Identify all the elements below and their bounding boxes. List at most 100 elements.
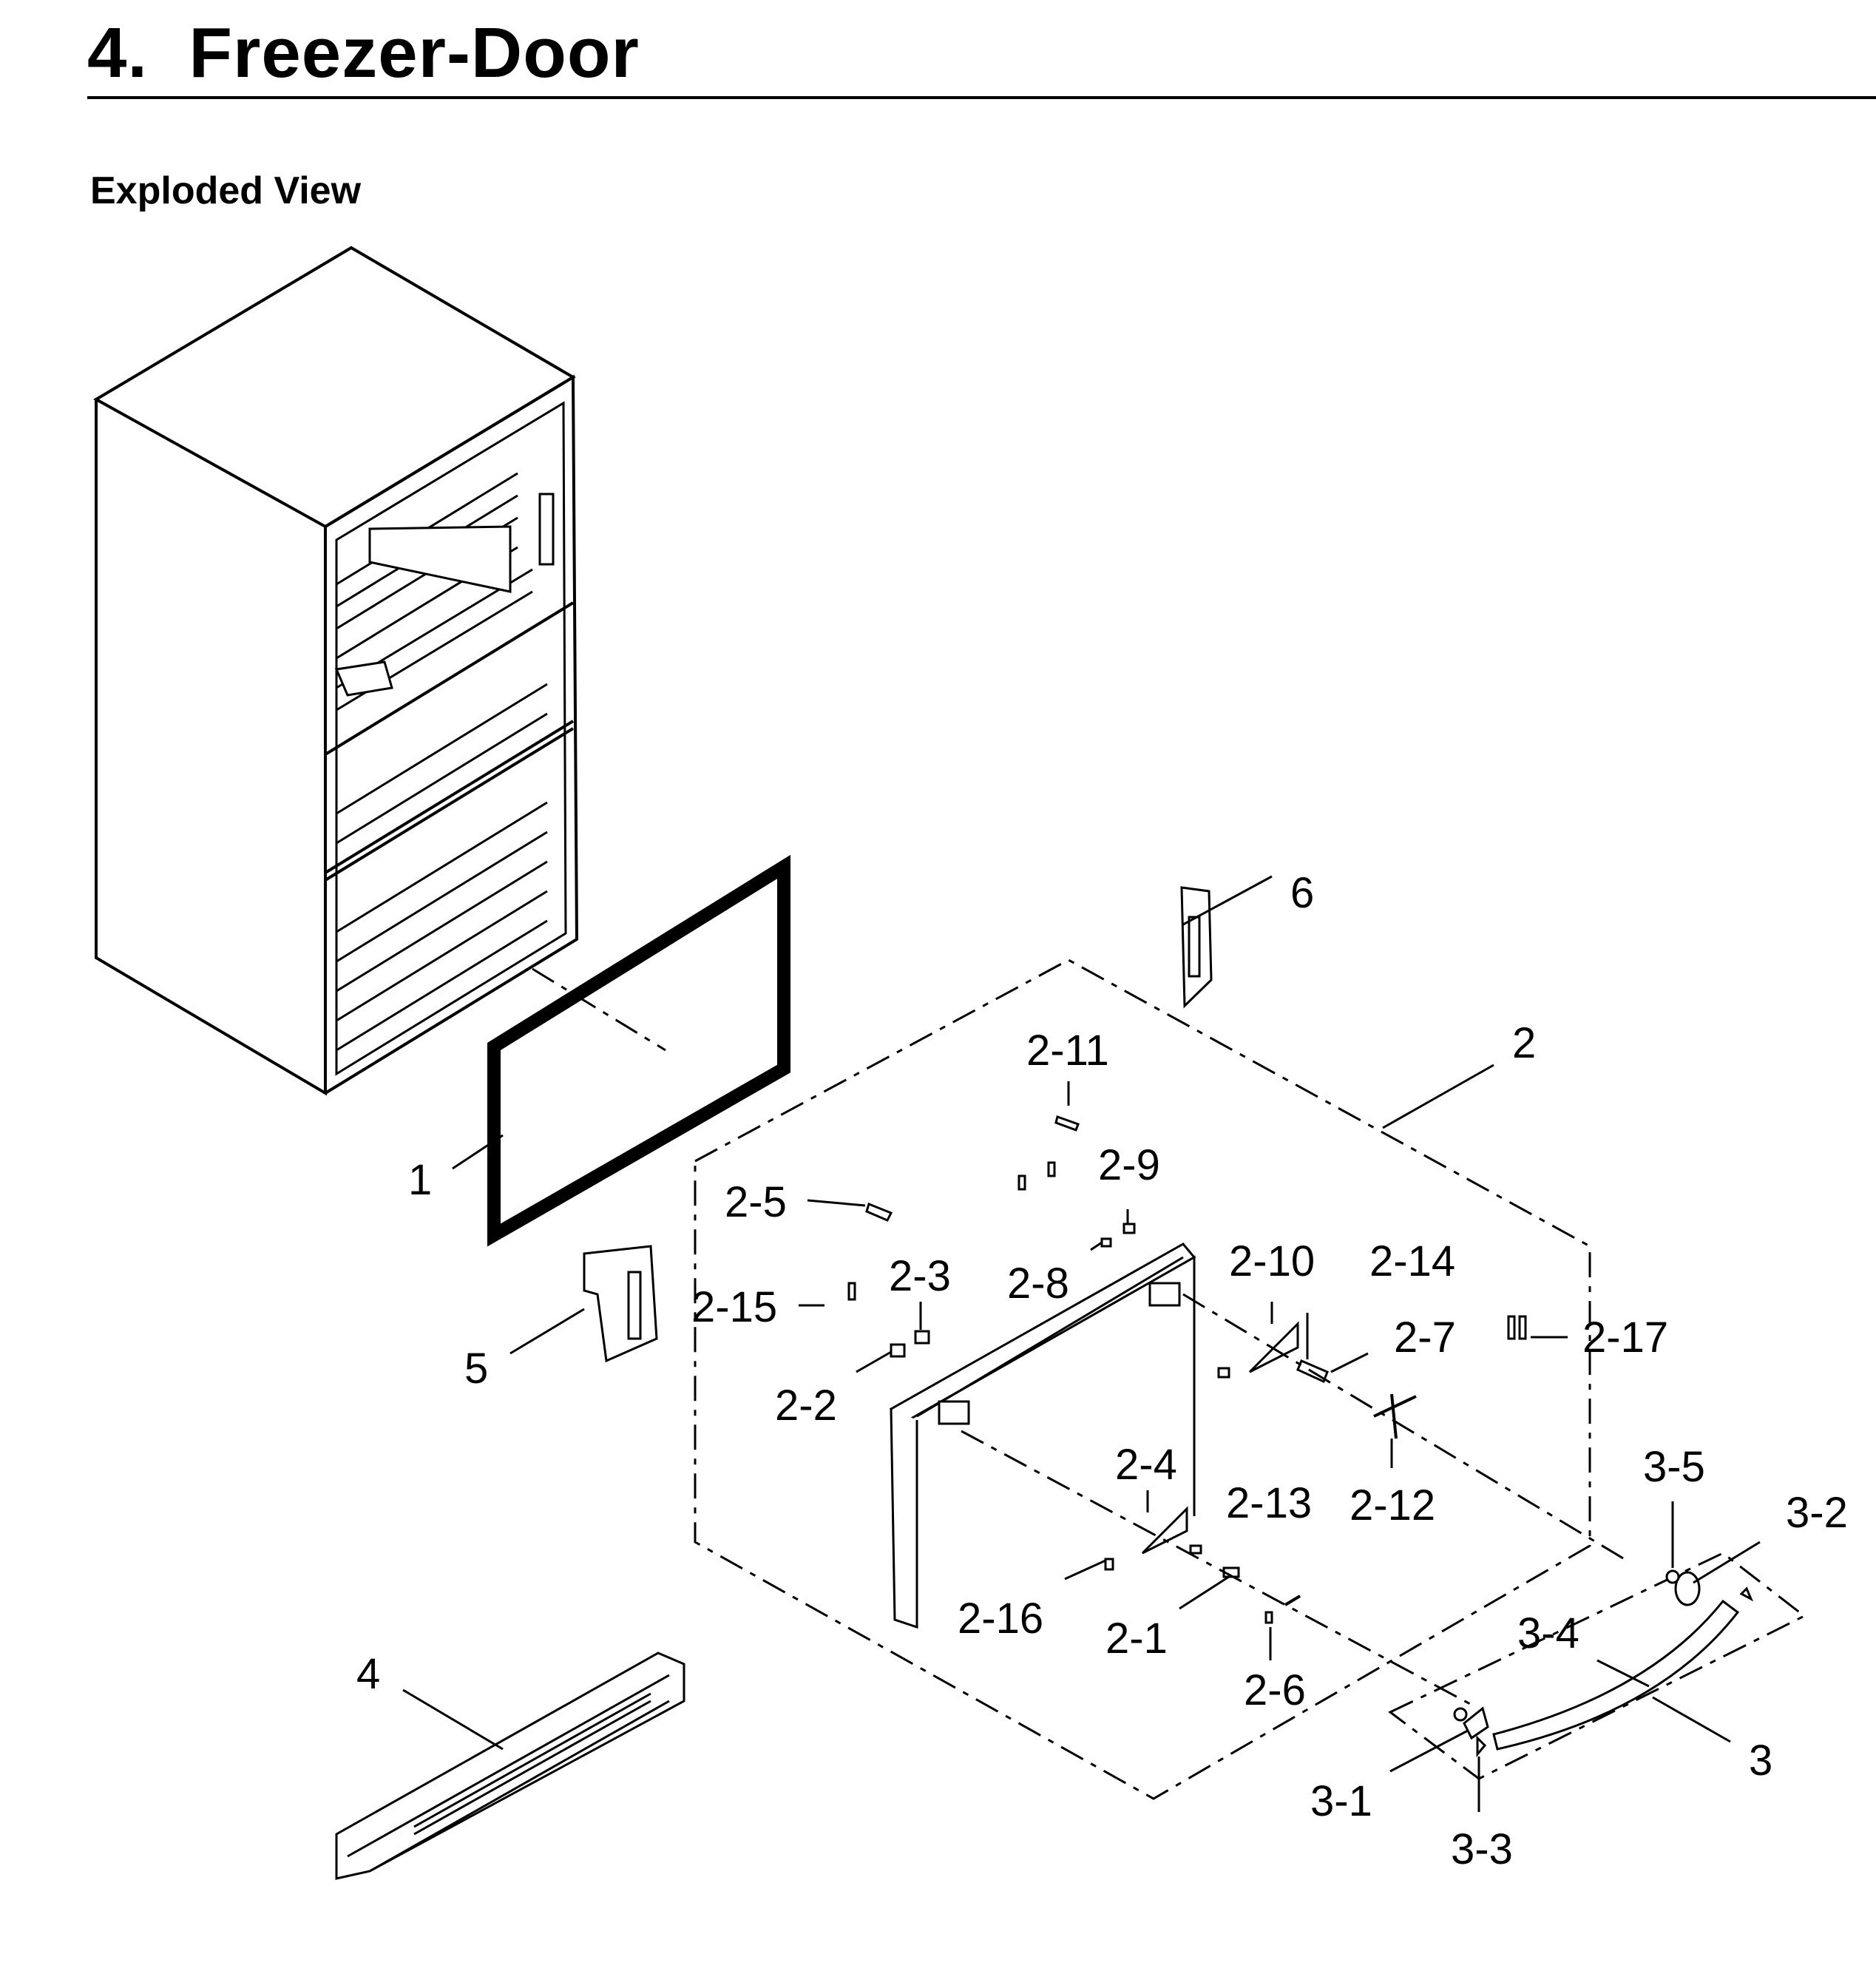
- leader-2-1: [1179, 1574, 1232, 1610]
- callout-2-2: 2-2: [775, 1382, 837, 1430]
- part-screw-b: [1047, 1161, 1056, 1177]
- leader-3-1: [1389, 1729, 1469, 1773]
- callout-5: 5: [464, 1345, 488, 1393]
- door-axis-lower: [961, 1430, 1472, 1706]
- cabinet-side: [95, 399, 327, 1096]
- leader-3: [1652, 1696, 1731, 1743]
- section-number: 4.: [87, 13, 149, 92]
- part-3-1-mount: [1463, 1706, 1489, 1740]
- door-panel: [889, 1242, 1196, 1629]
- part-3-end-screw: [1739, 1586, 1754, 1602]
- leader-2-2: [856, 1350, 892, 1373]
- callout-3-4: 3-4: [1517, 1609, 1579, 1657]
- door-top-bracket-right: [1148, 1282, 1181, 1307]
- refrigerator-cabinet: [92, 246, 579, 1096]
- callout-labels: 1 2 2-11 2-9 2-5 2-3 2-8 2-15 2-2 2-10 2…: [356, 869, 1848, 1873]
- part-2-8-pin: [1100, 1237, 1112, 1248]
- cabinet-sensor: [334, 660, 393, 697]
- part-2-5-clip: [865, 1202, 893, 1222]
- cabinet-top: [92, 246, 576, 529]
- leader-3-4: [1596, 1659, 1650, 1688]
- leader-2-5: [807, 1199, 866, 1207]
- part-2-2-cap: [890, 1343, 906, 1358]
- part-2-6-screw: [1264, 1611, 1273, 1624]
- callout-2-4: 2-4: [1115, 1441, 1177, 1489]
- callout-4: 4: [356, 1650, 380, 1698]
- callout-3-3: 3-3: [1451, 1825, 1513, 1873]
- part-2-15-screw: [847, 1282, 856, 1301]
- door-axis-upper: [1182, 1293, 1628, 1562]
- part-screw-a: [1017, 1174, 1026, 1191]
- part-3-5-screw: [1665, 1569, 1680, 1584]
- leader-5: [509, 1308, 585, 1355]
- callout-2-9: 2-9: [1098, 1141, 1160, 1189]
- hinge-left: [583, 1245, 658, 1363]
- leader-2-7: [1330, 1352, 1369, 1373]
- part-2-12-cross-b: [1390, 1393, 1398, 1439]
- callout-2-14: 2-14: [1369, 1237, 1455, 1285]
- cabinet-divider-upper: [324, 601, 575, 756]
- callout-3-5: 3-5: [1643, 1443, 1705, 1491]
- callout-2-8: 2-8: [1007, 1260, 1069, 1308]
- leader-2-16: [1064, 1559, 1106, 1580]
- callout-2: 2: [1512, 1019, 1536, 1067]
- handle-boundary: [1388, 1552, 1806, 1780]
- callout-2-10: 2-10: [1229, 1237, 1315, 1285]
- cabinet-mullion: [324, 727, 575, 882]
- part-3-1-screw: [1453, 1707, 1468, 1722]
- section-name: Freezer-Door: [189, 13, 640, 92]
- callout-2-13: 2-13: [1226, 1479, 1312, 1527]
- callout-1: 1: [408, 1156, 432, 1204]
- cabinet-upper-bracket: [368, 525, 512, 593]
- door-bin-ribs: [413, 1692, 651, 1836]
- gasket: [487, 854, 790, 1247]
- leader-3-2: [1693, 1541, 1761, 1584]
- part-2-9-cap: [1122, 1223, 1136, 1234]
- handle-assembly: [1388, 1552, 1806, 1780]
- door-top-bracket-left: [938, 1400, 970, 1425]
- callout-2-1: 2-1: [1105, 1615, 1168, 1663]
- callout-2-5: 2-5: [725, 1178, 787, 1226]
- callout-3-2: 3-2: [1786, 1489, 1848, 1537]
- cabinet-opening: [335, 401, 567, 1076]
- part-2-3-cap: [914, 1330, 930, 1345]
- part-2-6-cross: [1284, 1595, 1301, 1606]
- hinge-right-slot: [1188, 916, 1201, 978]
- leader-4: [402, 1688, 504, 1751]
- leader-lines: [402, 875, 1761, 1812]
- leader-6: [1182, 875, 1273, 926]
- leader-1: [452, 1134, 504, 1170]
- callout-3: 3: [1749, 1737, 1772, 1785]
- part-2-17-screw-a: [1507, 1315, 1516, 1340]
- callout-2-16: 2-16: [958, 1595, 1043, 1643]
- cabinet-divider-lower: [324, 720, 575, 874]
- callout-6: 6: [1290, 869, 1314, 917]
- part-2-13-pin: [1189, 1544, 1202, 1555]
- callout-2-11: 2-11: [1026, 1027, 1109, 1075]
- hinge-left-slot: [627, 1271, 642, 1340]
- section-title: 4. Freezer-Door: [87, 18, 640, 89]
- callout-2-17: 2-17: [1582, 1314, 1668, 1362]
- callout-2-6: 2-6: [1244, 1666, 1306, 1714]
- part-3-3-screw: [1476, 1735, 1487, 1758]
- cabinet-front-frame: [324, 374, 579, 1095]
- callout-2-15: 2-15: [691, 1283, 777, 1331]
- part-2-10-pin: [1217, 1367, 1230, 1379]
- callout-2-7: 2-7: [1394, 1314, 1456, 1362]
- part-2-16-screw: [1104, 1558, 1114, 1571]
- part-3-2-cap: [1674, 1571, 1701, 1606]
- part-2-4-plate: [1141, 1506, 1188, 1555]
- leader-2-8: [1090, 1241, 1103, 1251]
- view-heading: Exploded View: [90, 169, 362, 212]
- callout-2-3: 2-3: [889, 1252, 951, 1300]
- leader-2: [1382, 1064, 1494, 1129]
- cabinet-light-cover: [538, 493, 555, 566]
- door-assembly-boundary: [694, 958, 1591, 1800]
- callout-3-1: 3-1: [1310, 1777, 1372, 1825]
- title-rule: [87, 96, 1876, 99]
- part-2-17-screw-b: [1518, 1315, 1527, 1340]
- door-bin: [335, 1651, 685, 1880]
- handle-bar: [1492, 1599, 1740, 1751]
- part-2-11-clip: [1054, 1115, 1080, 1132]
